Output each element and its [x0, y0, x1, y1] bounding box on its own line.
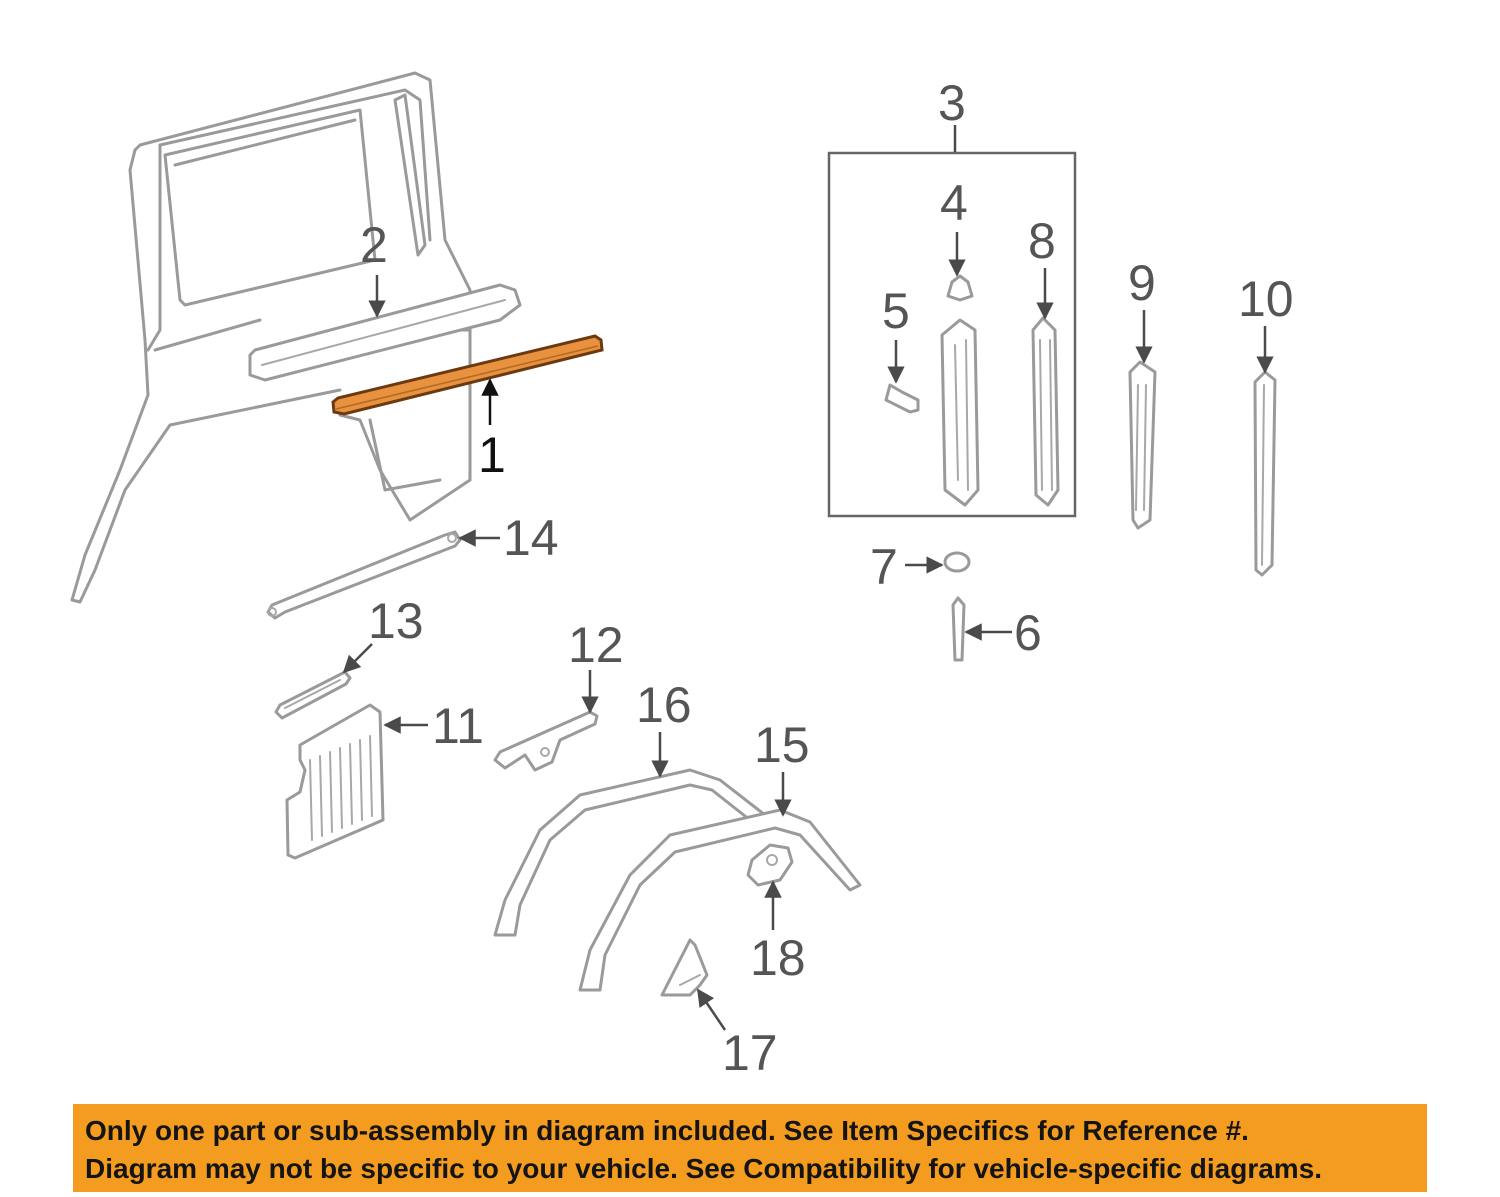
- callout-1: 1: [478, 427, 506, 483]
- callout-3: 3: [938, 75, 966, 131]
- callout-9: 9: [1128, 255, 1156, 311]
- leader-17: [696, 988, 727, 1031]
- callout-11: 11: [432, 698, 484, 754]
- part-3-assembly-box: [827, 151, 1077, 518]
- part-10-strip: [1253, 370, 1277, 577]
- part-11-mud-flap: [285, 703, 385, 860]
- callout-14: 14: [503, 510, 559, 566]
- part-17-bracket: [660, 938, 709, 997]
- part-14-brace: [266, 530, 462, 620]
- part-13-bracket: [274, 670, 352, 720]
- callout-7: 7: [870, 539, 898, 595]
- part-7-plug: [943, 551, 971, 573]
- callout-2: 2: [360, 217, 388, 273]
- step-pad: [940, 318, 980, 507]
- callout-5: 5: [882, 283, 910, 339]
- callout-16: 16: [636, 677, 692, 733]
- callout-10: 10: [1238, 271, 1294, 327]
- callout-12: 12: [568, 617, 624, 673]
- leader-13: [342, 643, 373, 674]
- notice-banner: Only one part or sub-assembly in diagram…: [73, 1104, 1427, 1192]
- callout-17: 17: [722, 1025, 778, 1081]
- part-15-wheel-flare: [578, 808, 862, 992]
- callout-6: 6: [1014, 605, 1042, 661]
- callout-8: 8: [1028, 213, 1056, 269]
- callout-4: 4: [940, 175, 968, 231]
- part-18-clip: [746, 843, 794, 887]
- callout-15: 15: [754, 717, 810, 773]
- part-12-bracket: [493, 710, 599, 772]
- part-2-molding: [248, 283, 522, 382]
- part-8-step-pad: [1031, 316, 1060, 507]
- part-1-highlighted-molding: [331, 334, 604, 416]
- part-5-clip: [884, 383, 920, 414]
- part-6-pin: [951, 596, 966, 662]
- part-16-wheel-flare: [493, 768, 767, 937]
- callout-13: 13: [368, 593, 424, 649]
- notice-line-1: Only one part or sub-assembly in diagram…: [85, 1115, 1249, 1146]
- callout-18: 18: [750, 930, 806, 986]
- part-9-plate: [1128, 360, 1157, 530]
- notice-line-2: Diagram may not be specific to your vehi…: [85, 1153, 1323, 1184]
- part-4-cap: [946, 274, 974, 302]
